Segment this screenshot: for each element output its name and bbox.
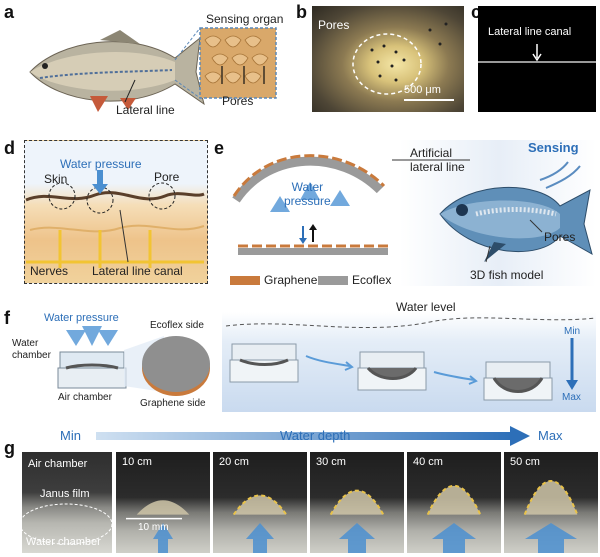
depth-label: 50 cm xyxy=(510,456,540,468)
lateral-line-label: Lateral line xyxy=(116,103,175,117)
panel-label-d: d xyxy=(4,138,15,158)
max-label-f: Max xyxy=(562,392,581,403)
depth-label: 20 cm xyxy=(219,456,249,468)
panel-d-box xyxy=(24,140,208,284)
pores-label-b: Pores xyxy=(318,18,350,32)
water-level-label: Water level xyxy=(396,300,456,314)
water-pressure-label-f: Water pressure xyxy=(44,312,119,324)
depth-photo-2: 20 cm xyxy=(213,452,307,553)
legend-graphene: Graphene xyxy=(264,273,318,287)
air-chamber-label-g: Air chamber xyxy=(28,458,88,470)
skin-label: Skin xyxy=(44,172,68,186)
panel-label-b: b xyxy=(296,2,307,22)
panel-f-water-tank xyxy=(222,312,596,412)
panel-label-e: e xyxy=(214,138,225,158)
water-pressure-label-d: Water pressure xyxy=(60,157,142,171)
nerves-label: Nerves xyxy=(30,264,69,278)
panel-label-a: a xyxy=(4,2,15,22)
min-label-g: Min xyxy=(60,428,81,443)
legend-ecoflex: Ecoflex xyxy=(352,273,392,287)
sensing-organ-label: Sensing organ xyxy=(206,12,284,26)
artificial-line-label: Artificial lateral line xyxy=(410,146,465,174)
depth-label: 40 cm xyxy=(413,456,443,468)
depth-photo-1: 10 cm 10 mm xyxy=(116,452,210,553)
depth-photo-5: 50 cm xyxy=(504,452,598,553)
panel-label-c: c xyxy=(471,2,482,22)
lateral-line-canal-label-d: Lateral line canal xyxy=(92,264,183,278)
depth-photo-4: 40 cm xyxy=(407,452,501,553)
fish-model-label: 3D fish model xyxy=(470,268,544,282)
air-chamber-label-f: Air chamber xyxy=(58,392,112,403)
scale-label-g: 10 mm xyxy=(138,522,169,533)
graphene-side-label: Graphene side xyxy=(140,398,206,409)
depth-label: 10 cm xyxy=(122,456,152,468)
lateral-line-canal-label-c: Lateral line canal xyxy=(488,26,572,38)
depth-photo-overlay xyxy=(126,500,190,553)
fish-illustration xyxy=(29,30,205,112)
depth-photo-overlay xyxy=(523,480,579,553)
water-chamber-label-g: Water chamber xyxy=(26,536,101,548)
depth-label: 30 cm xyxy=(316,456,346,468)
min-label-f: Min xyxy=(564,326,581,337)
panel-c-photo xyxy=(478,6,596,112)
depth-photo-overlay xyxy=(232,494,288,553)
panel-label-f: f xyxy=(4,308,10,328)
scale-label-b: 500 μm xyxy=(404,84,441,96)
depth-photo-overlay xyxy=(329,489,385,553)
sensing-label: Sensing xyxy=(528,140,579,155)
janus-film-label: Janus film xyxy=(40,488,90,500)
water-pressure-label-e: Water pressure xyxy=(284,180,331,208)
pores-label-e: Pores xyxy=(544,230,576,244)
pores-label-a: Pores xyxy=(222,94,254,108)
depth-photo-3: 30 cm xyxy=(310,452,404,553)
pore-label-d: Pore xyxy=(154,170,180,184)
water-depth-label: Water depth xyxy=(280,428,351,443)
depth-photo-overlay xyxy=(426,485,482,553)
max-label-g: Max xyxy=(538,428,563,443)
ecoflex-side-label: Ecoflex side xyxy=(150,320,204,331)
water-chamber-label-f: Water chamber xyxy=(12,338,51,361)
panel-label-g: g xyxy=(4,438,15,458)
